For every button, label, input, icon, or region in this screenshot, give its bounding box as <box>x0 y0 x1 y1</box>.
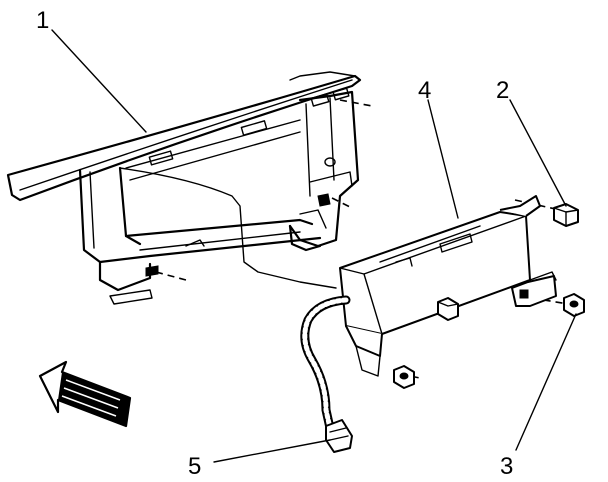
callout-3: 3 <box>500 453 513 480</box>
leader-lines <box>51 29 577 463</box>
panel-bracket <box>6 71 362 305</box>
callout-4: 4 <box>418 77 431 104</box>
fastener-bolt-2 <box>553 203 579 227</box>
arrow-forward-icon <box>38 360 132 428</box>
wiring-harness-route <box>119 167 337 289</box>
fastener-nut-3 <box>563 293 585 317</box>
module-body <box>339 195 557 377</box>
fastener-nut-center <box>437 297 459 321</box>
callout-labels: 1 2 3 4 5 <box>36 7 513 480</box>
callout-5: 5 <box>188 453 201 480</box>
harness-cable <box>300 295 351 433</box>
callout-2: 2 <box>496 77 509 104</box>
callout-1: 1 <box>36 7 49 34</box>
fastener-nut-lower <box>393 365 415 389</box>
harness-connector-5 <box>325 419 353 453</box>
